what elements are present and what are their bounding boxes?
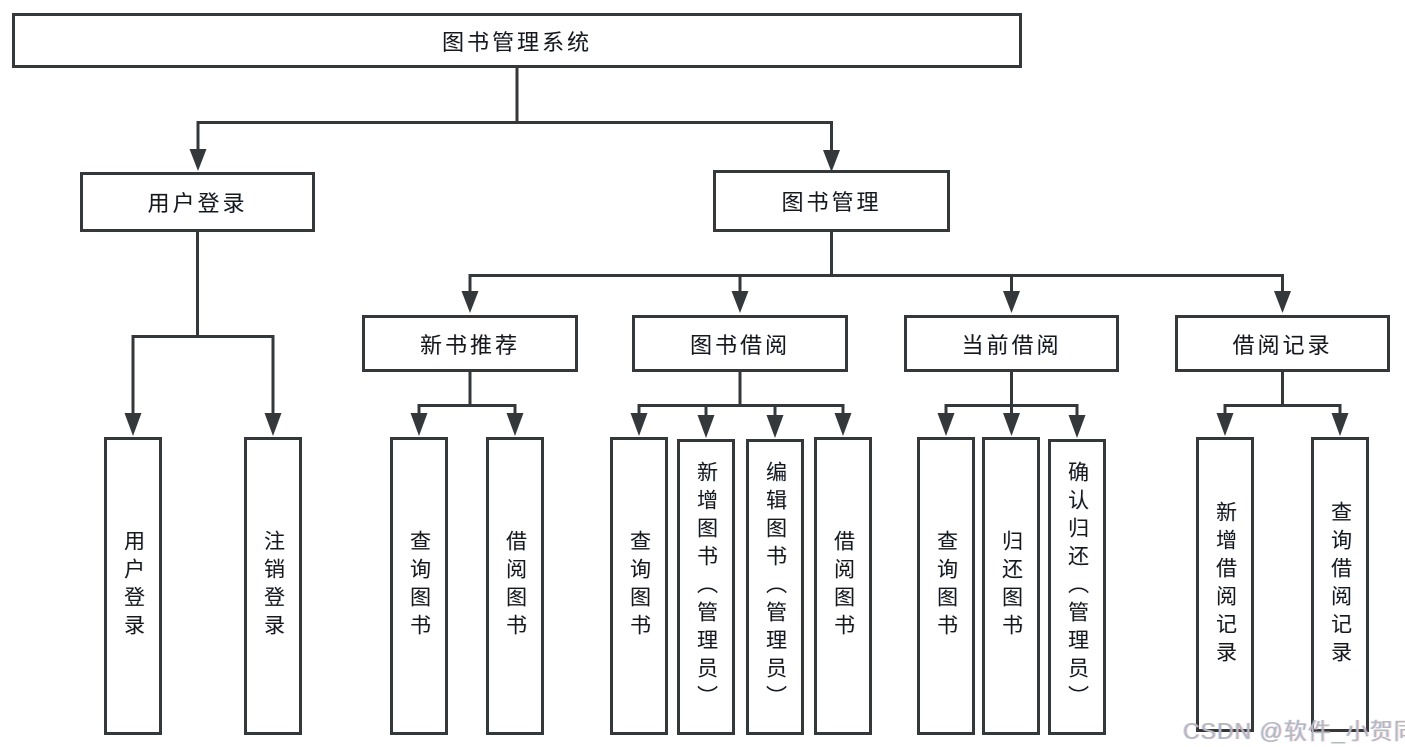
- leaf-logout-label: 注销登录: [261, 530, 285, 642]
- node-user-login: 用户登录: [80, 172, 315, 232]
- leaf-edit-books-admin-label: 编辑图书（管理员）: [763, 461, 787, 713]
- node-book-borrowing-label: 图书借阅: [689, 332, 790, 358]
- leaf-query-books-current-label: 查询图书: [934, 530, 958, 642]
- leaf-confirm-return-admin: 确认归还（管理员）: [1048, 439, 1106, 735]
- leaf-query-books-recommend: 查询图书: [390, 437, 448, 735]
- leaf-query-books-borrow: 查询图书: [610, 437, 668, 735]
- leaf-add-books-admin-label: 新增图书（管理员）: [694, 461, 718, 713]
- leaf-add-borrow-record: 新增借阅记录: [1196, 437, 1254, 732]
- leaf-borrow-books-recommend: 借阅图书: [486, 437, 544, 735]
- leaf-confirm-return-admin-label: 确认归还（管理员）: [1065, 461, 1089, 713]
- node-borrowing-records-label: 借阅记录: [1232, 332, 1333, 358]
- leaf-add-books-admin: 新增图书（管理员）: [677, 439, 735, 735]
- leaf-add-borrow-record-label: 新增借阅记录: [1213, 500, 1237, 669]
- leaf-query-books-borrow-label: 查询图书: [627, 530, 651, 642]
- leaf-user-login: 用户登录: [104, 437, 162, 735]
- leaf-borrow-books: 借阅图书: [814, 437, 872, 735]
- arrow-heads: [124, 149, 1349, 438]
- leaf-borrow-books-label: 借阅图书: [831, 530, 855, 642]
- node-new-book-recommend-label: 新书推荐: [419, 332, 520, 358]
- leaf-return-books-label: 归还图书: [999, 530, 1023, 642]
- leaf-edit-books-admin: 编辑图书（管理员）: [746, 439, 804, 735]
- leaf-query-borrow-record-label: 查询借阅记录: [1328, 500, 1352, 669]
- leaf-return-books: 归还图书: [982, 437, 1040, 735]
- node-user-login-label: 用户登录: [147, 191, 248, 216]
- connector-strokes: [131, 68, 1342, 417]
- leaf-user-login-label: 用户登录: [121, 530, 145, 642]
- leaf-query-books-current: 查询图书: [917, 437, 975, 735]
- leaf-query-borrow-record: 查询借阅记录: [1311, 437, 1369, 732]
- leaf-borrow-books-recommend-label: 借阅图书: [503, 530, 527, 642]
- node-book-management-label: 图书管理: [781, 190, 882, 215]
- node-current-borrowing-label: 当前借阅: [961, 332, 1062, 358]
- node-library-system: 图书管理系统: [12, 13, 1022, 68]
- node-library-system-label: 图书管理系统: [441, 29, 592, 55]
- leaf-query-books-recommend-label: 查询图书: [407, 530, 431, 642]
- node-book-management: 图书管理: [713, 170, 950, 232]
- node-current-borrowing: 当前借阅: [904, 315, 1119, 372]
- node-borrowing-records: 借阅记录: [1175, 315, 1390, 372]
- leaf-logout: 注销登录: [244, 437, 302, 735]
- node-new-book-recommend: 新书推荐: [362, 315, 578, 372]
- node-book-borrowing: 图书借阅: [632, 315, 848, 372]
- csdn-watermark: CSDN @软件_小贺同学: [1183, 718, 1405, 744]
